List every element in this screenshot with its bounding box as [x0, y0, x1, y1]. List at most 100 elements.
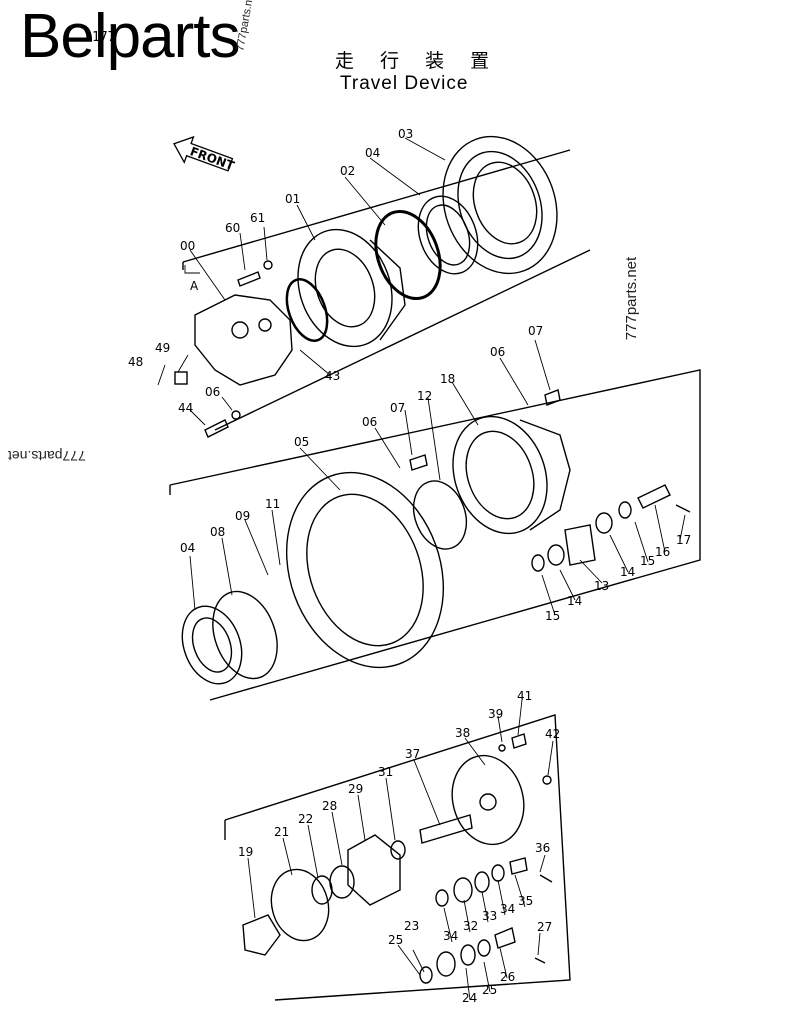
- label-04-upper: 04: [365, 146, 380, 160]
- label-31: 31: [378, 765, 393, 779]
- part-35-pin: [509, 857, 528, 875]
- label-28: 28: [322, 799, 337, 813]
- part-23-gear: [436, 951, 456, 977]
- label-49: 49: [155, 341, 170, 355]
- part-38-cover: [451, 754, 525, 846]
- part-03-drum: [442, 135, 558, 275]
- label-43: 43: [325, 369, 340, 383]
- part-21-carrier: [270, 868, 330, 942]
- part-28-gear: [329, 865, 355, 899]
- frame-lower: [224, 714, 571, 1001]
- page-code: 177: [92, 30, 116, 45]
- part-33-bearing: [474, 871, 490, 893]
- part-12-gear: [412, 480, 468, 550]
- part-14-bearing-a: [595, 512, 613, 534]
- leader-lines: [157, 137, 686, 1001]
- label-22: 22: [298, 812, 313, 826]
- part-04-bearing-upper: [417, 195, 479, 275]
- label-07-a: 07: [528, 324, 543, 338]
- part-41-bolt: [511, 733, 527, 749]
- part-32-gear: [453, 877, 473, 903]
- part-39-washer: [498, 744, 506, 752]
- part-15-washer-a: [618, 501, 632, 519]
- part-07-bolt-b: [409, 454, 428, 471]
- label-39: 39: [488, 707, 503, 721]
- label-a: A: [190, 279, 199, 293]
- part-43-oring: [285, 278, 329, 342]
- label-12: 12: [417, 389, 432, 403]
- part-08-flange: [212, 590, 278, 680]
- part-14-bearing-b: [547, 544, 565, 566]
- label-16: 16: [655, 545, 670, 559]
- part-31-washer: [390, 840, 406, 860]
- part-42-plug: [542, 775, 552, 785]
- label-06-c: 06: [362, 415, 377, 429]
- part-60-bolt: [237, 271, 261, 287]
- label-15-a: 15: [640, 554, 655, 568]
- part-22-ring: [311, 875, 333, 905]
- label-07-b: 07: [390, 401, 405, 415]
- title-english: Travel Device: [340, 73, 469, 94]
- part-02-seal: [374, 209, 442, 301]
- label-11: 11: [265, 497, 280, 511]
- label-32: 32: [463, 919, 478, 933]
- label-06-b: 06: [490, 345, 505, 359]
- label-23: 23: [404, 919, 419, 933]
- brand-logo: Belparts: [20, 2, 240, 71]
- part-36-pin: [539, 874, 553, 883]
- label-06-a: 06: [205, 385, 220, 399]
- front-label: FRONT: [188, 144, 237, 173]
- part-25-washer-a: [477, 939, 491, 957]
- label-13: 13: [594, 579, 609, 593]
- label-60: 60: [225, 221, 240, 235]
- label-34-a: 34: [500, 902, 515, 916]
- part-26-pin: [494, 927, 516, 949]
- label-27: 27: [537, 920, 552, 934]
- label-14-b: 14: [567, 594, 582, 608]
- title-chinese: 走 行 装 置: [335, 50, 500, 72]
- part-34-washer-b: [435, 889, 449, 907]
- front-arrow: [173, 135, 234, 172]
- label-26: 26: [500, 970, 515, 984]
- label-38: 38: [455, 726, 470, 740]
- label-24: 24: [462, 991, 477, 1005]
- part-44-bolt: [204, 419, 229, 438]
- label-35: 35: [518, 894, 533, 908]
- label-18: 18: [440, 372, 455, 386]
- part-05-ring-gear: [285, 471, 445, 669]
- label-33: 33: [482, 909, 497, 923]
- label-36: 36: [535, 841, 550, 855]
- part-27-pin: [534, 957, 546, 964]
- part-18-carrier: [452, 415, 571, 535]
- label-48: 48: [128, 355, 143, 369]
- label-17: 17: [676, 533, 691, 547]
- label-37: 37: [405, 747, 420, 761]
- part-07-bolt-a: [544, 389, 561, 406]
- part-34-washer-a: [491, 864, 505, 882]
- part-01-hub: [297, 228, 406, 348]
- label-34-b: 34: [443, 929, 458, 943]
- label-14-a: 14: [620, 565, 635, 579]
- part-00-motor: [194, 294, 293, 386]
- label-05: 05: [294, 435, 309, 449]
- label-03: 03: [398, 127, 413, 141]
- part-37-shaft: [419, 814, 473, 844]
- part-04-bearing-lower: [181, 605, 243, 685]
- part-06-washer-a: [231, 410, 241, 420]
- label-44: 44: [178, 401, 193, 415]
- label-01: 01: [285, 192, 300, 206]
- frame-upper: [182, 149, 591, 431]
- part-19-sun-gear: [242, 914, 281, 956]
- part-61-washer: [263, 260, 273, 270]
- label-00: 00: [180, 239, 195, 253]
- part-15-washer-b: [531, 554, 545, 572]
- part-13-gear: [564, 524, 596, 566]
- part-16-pin: [637, 484, 671, 509]
- label-25-b: 25: [482, 983, 497, 997]
- label-21: 21: [274, 825, 289, 839]
- label-02: 02: [340, 164, 355, 178]
- part-17-pin: [675, 504, 691, 513]
- label-25-a: 25: [388, 933, 403, 947]
- label-08: 08: [210, 525, 225, 539]
